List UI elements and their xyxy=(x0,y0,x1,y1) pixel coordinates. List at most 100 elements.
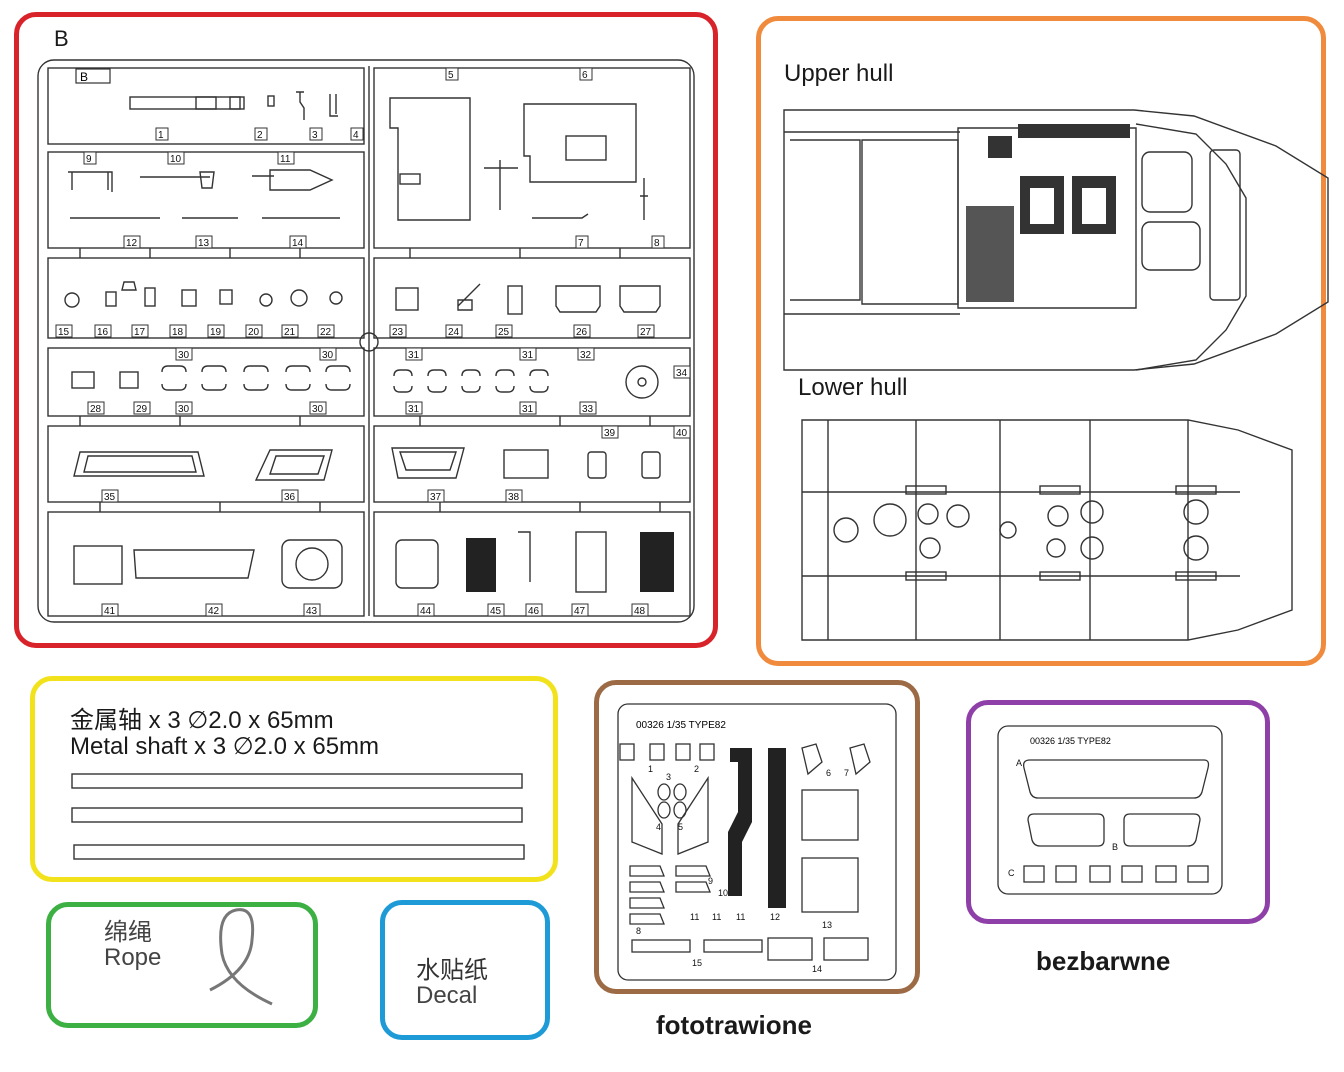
part-number-label: 9 xyxy=(86,154,92,165)
metal-shafts-drawing xyxy=(71,773,525,860)
part-number-label: 48 xyxy=(634,606,646,617)
photoetch-caption: fototrawione xyxy=(656,1010,812,1040)
decal-label-en: Decal xyxy=(416,982,478,1009)
part-number-box xyxy=(405,401,423,415)
clear-letter-a: A xyxy=(1016,758,1022,768)
part-number-label: 19 xyxy=(210,327,222,338)
rope-label-en: Rope xyxy=(104,944,162,971)
part-number-label: 8 xyxy=(654,238,660,249)
part-number-label: 39 xyxy=(604,428,616,439)
part-number-label: 35 xyxy=(104,492,116,503)
clear-letter-b: B xyxy=(1112,842,1118,852)
rope-panel xyxy=(46,902,318,1028)
part-number-box xyxy=(350,127,364,141)
part-number-label: 15 xyxy=(58,327,70,338)
part-number-box xyxy=(579,401,597,415)
metal-shaft xyxy=(71,807,523,823)
part-number-label: 25 xyxy=(498,327,510,338)
part-number-label: 24 xyxy=(448,327,460,338)
decal-label-cn: 水贴纸 xyxy=(416,957,488,984)
part-number-box xyxy=(94,324,112,338)
part-number-label: 27 xyxy=(640,327,652,338)
photoetch-part-number: 2 xyxy=(694,764,699,774)
photoetch-part-number: 7 xyxy=(844,768,849,778)
part-number-box xyxy=(123,235,141,249)
photoetch-part-number: 12 xyxy=(770,912,780,922)
part-number-label: 40 xyxy=(676,428,688,439)
part-number-label: 31 xyxy=(408,350,420,361)
part-number-box xyxy=(245,324,263,338)
photoetch-panel xyxy=(594,680,920,994)
part-number-box xyxy=(317,324,335,338)
part-number-label: 37 xyxy=(430,492,442,503)
photoetch-part-number: 10 xyxy=(718,888,728,898)
part-number-label: 4 xyxy=(353,130,359,141)
part-number-label: 3 xyxy=(312,130,318,141)
part-number-label: 31 xyxy=(522,404,534,415)
part-number-box xyxy=(651,235,665,249)
part-number-label: 2 xyxy=(257,130,263,141)
part-number-label: 30 xyxy=(312,404,324,415)
photoetch-part-number: 9 xyxy=(708,876,713,886)
part-number-box xyxy=(495,324,513,338)
part-number-box xyxy=(254,127,268,141)
part-number-box xyxy=(525,603,543,617)
part-number-box xyxy=(83,151,97,165)
part-number-label: 46 xyxy=(528,606,540,617)
clear-parts-caption: bezbarwne xyxy=(1036,946,1171,976)
part-number-label: 30 xyxy=(178,350,190,361)
sprue-letter: B xyxy=(54,26,69,51)
part-number-label: 13 xyxy=(198,238,210,249)
part-number-box xyxy=(131,324,149,338)
part-number-label: 22 xyxy=(320,327,332,338)
part-number-label: 10 xyxy=(170,154,182,165)
part-number-box xyxy=(207,324,225,338)
part-number-box xyxy=(519,347,537,361)
clear-parts-sprue: 00326 1/35 TYPE82 A B C xyxy=(997,725,1223,895)
part-number-label: 29 xyxy=(136,404,148,415)
part-number-box xyxy=(87,401,105,415)
part-number-label: 34 xyxy=(676,368,688,379)
lower-hull-drawing xyxy=(801,419,1293,641)
part-number-box xyxy=(405,347,423,361)
part-number-box xyxy=(133,401,151,415)
part-number-box xyxy=(673,425,691,439)
part-number-box xyxy=(573,324,591,338)
part-number-box xyxy=(309,127,323,141)
part-number-box xyxy=(289,235,307,249)
part-number-label: 32 xyxy=(580,350,592,361)
photoetch-part-number: 15 xyxy=(692,958,702,968)
part-number-box xyxy=(577,347,595,361)
part-number-box xyxy=(167,151,185,165)
rope-drawing xyxy=(209,908,273,1006)
part-number-label: 33 xyxy=(582,404,594,415)
part-number-box xyxy=(637,324,655,338)
part-number-label: 17 xyxy=(134,327,146,338)
part-number-box xyxy=(571,603,589,617)
rope-label-cn: 绵绳 xyxy=(104,919,152,946)
part-number-box xyxy=(101,603,119,617)
metal-shaft xyxy=(71,773,523,789)
part-number-box xyxy=(175,401,193,415)
photoetch-part-number: 8 xyxy=(636,926,641,936)
part-number-label: 31 xyxy=(408,404,420,415)
part-number-label: 44 xyxy=(420,606,432,617)
part-number-box xyxy=(169,324,187,338)
part-number-box xyxy=(579,67,593,81)
metal-shaft xyxy=(73,844,525,860)
part-number-box xyxy=(277,151,295,165)
decal-panel xyxy=(380,900,550,1040)
part-number-label: 12 xyxy=(126,238,138,249)
part-number-box xyxy=(175,347,193,361)
part-number-box xyxy=(303,603,321,617)
part-number-box xyxy=(505,489,523,503)
part-number-box xyxy=(673,365,691,379)
photoetch-part-number: 5 xyxy=(678,822,683,832)
part-number-box xyxy=(417,603,435,617)
photoetch-part-number: 11 xyxy=(690,912,699,922)
part-number-label: 23 xyxy=(392,327,404,338)
part-number-label: 16 xyxy=(97,327,109,338)
part-number-box xyxy=(319,347,337,361)
part-number-box xyxy=(445,324,463,338)
